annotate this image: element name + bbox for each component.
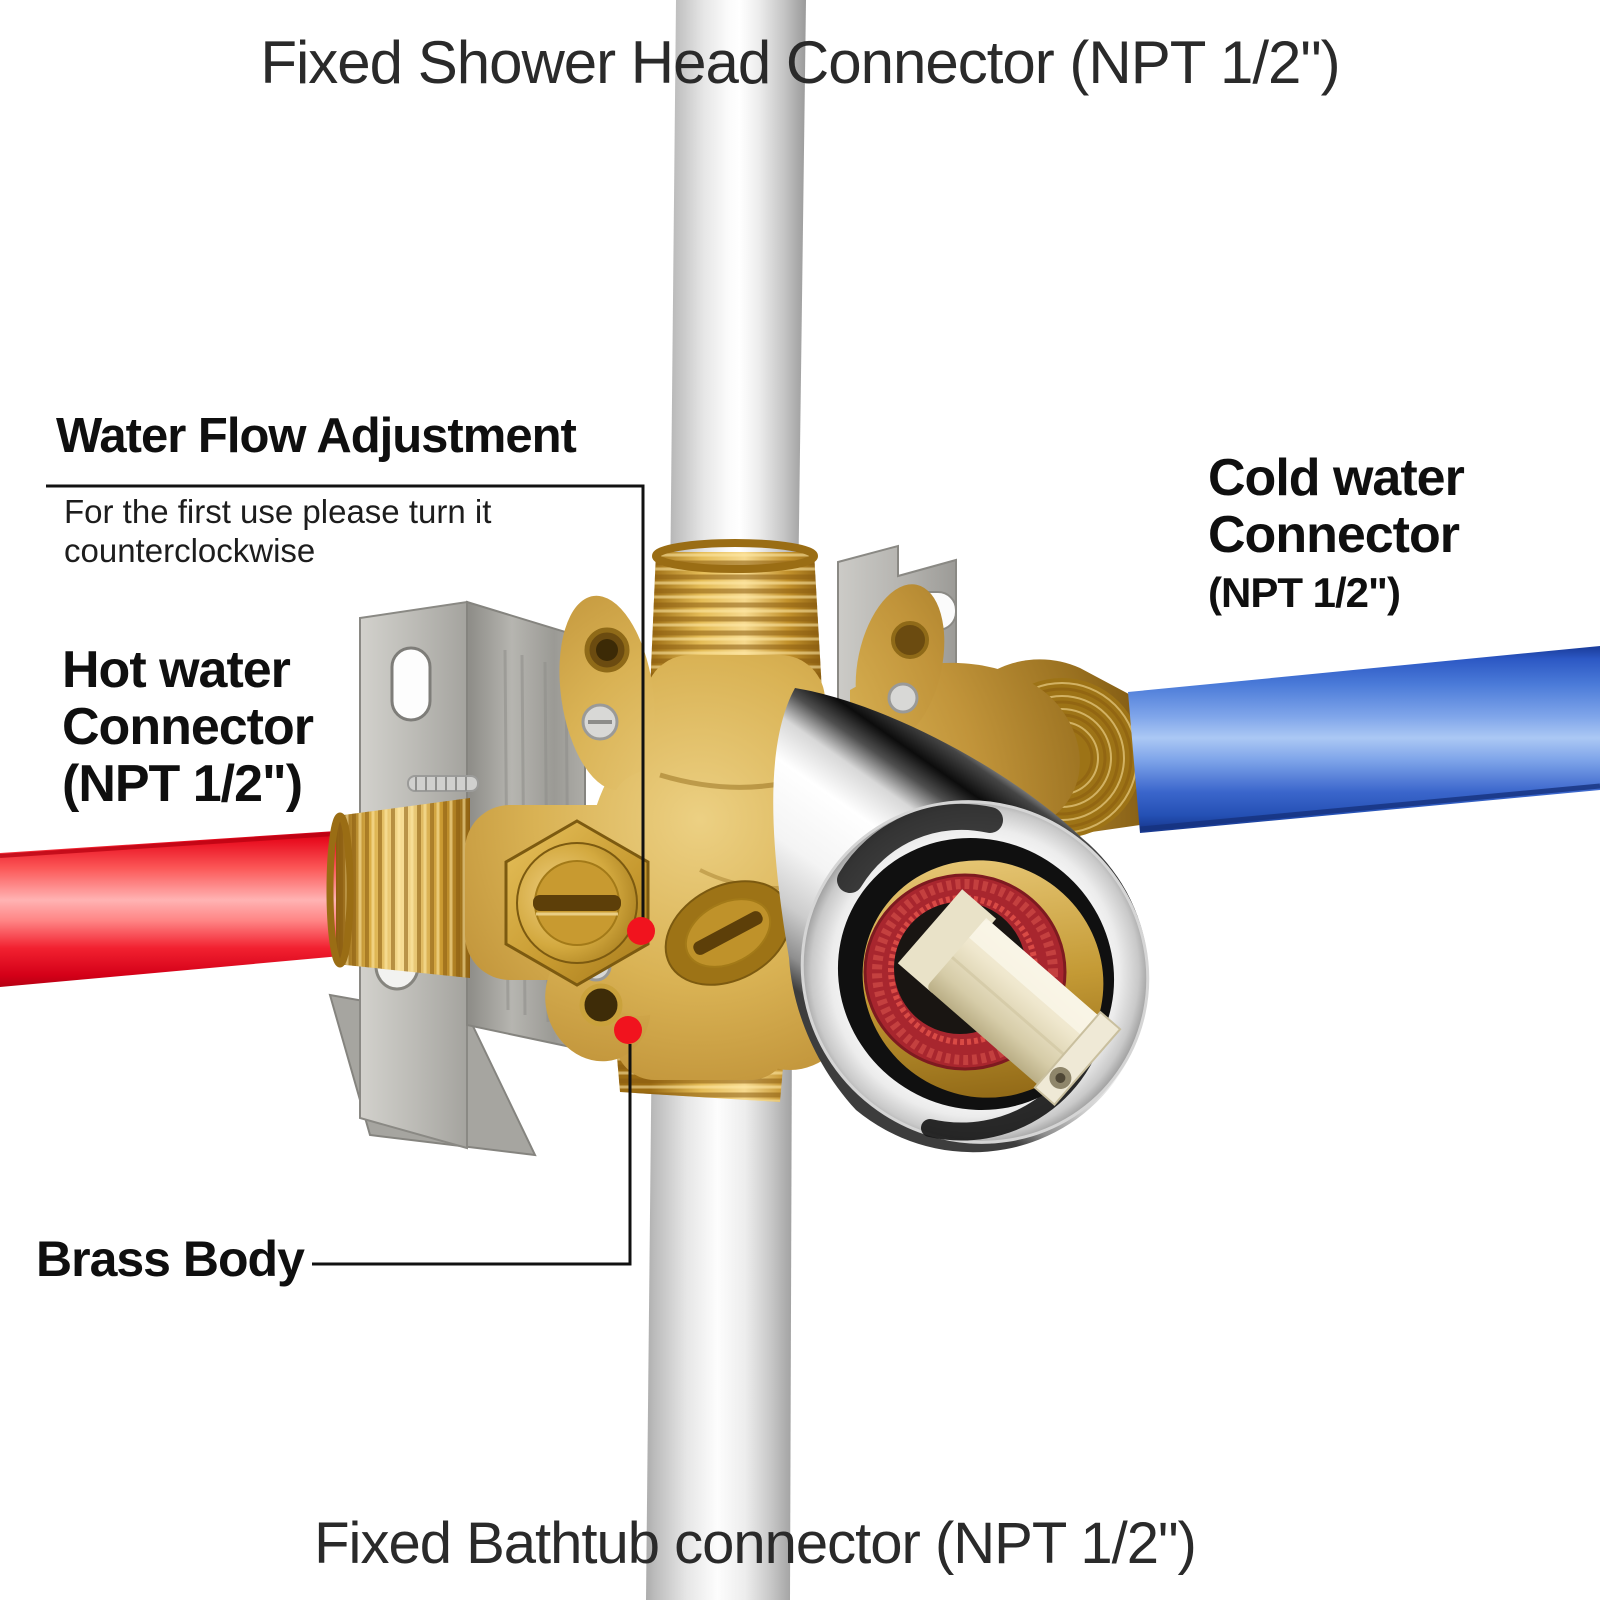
water-flow-note-line1: For the first use please turn it [64, 493, 492, 530]
water-flow-note-line2: counterclockwise [64, 532, 316, 569]
bottom-title: Fixed Bathtub connector (NPT 1/2") [314, 1511, 1197, 1576]
top-title: Fixed Shower Head Connector (NPT 1/2") [260, 29, 1340, 96]
cartridge-stem [897, 889, 1122, 1107]
water-flow-screw-rod [407, 775, 479, 792]
callout-dot-brass-body [614, 1016, 642, 1044]
cold-water-pipe [1128, 646, 1600, 833]
bathtub-pipe [646, 1020, 792, 1600]
hot-water-label-line1: Hot water [62, 641, 291, 699]
hot-water-pipe [0, 830, 352, 987]
hot-water-label: Hot water Connector (NPT 1/2") [62, 641, 314, 813]
cold-water-label: Cold water Connector (NPT 1/2") [1208, 449, 1465, 621]
cold-water-label-line3: (NPT 1/2") [1208, 569, 1401, 616]
water-flow-heading: Water Flow Adjustment [56, 409, 577, 463]
angled-check-stop [664, 880, 792, 986]
water-flow-note: For the first use please turn it counter… [64, 492, 624, 570]
hot-water-label-line3: (NPT 1/2") [62, 755, 303, 813]
cold-water-label-line1: Cold water [1208, 449, 1465, 507]
water-flow-adjust-screw [516, 842, 638, 964]
brass-body-label: Brass Body [36, 1231, 305, 1287]
shower-head-pipe [670, 0, 806, 600]
leader-line-water-flow [46, 484, 645, 918]
hot-npt-adapter [326, 798, 470, 978]
hot-water-label-line2: Connector [62, 698, 314, 756]
callout-dot-water-flow [627, 917, 655, 945]
leader-lines [46, 484, 645, 1266]
cold-water-label-line2: Connector [1208, 506, 1460, 564]
leader-line-brass-body [312, 1044, 632, 1266]
